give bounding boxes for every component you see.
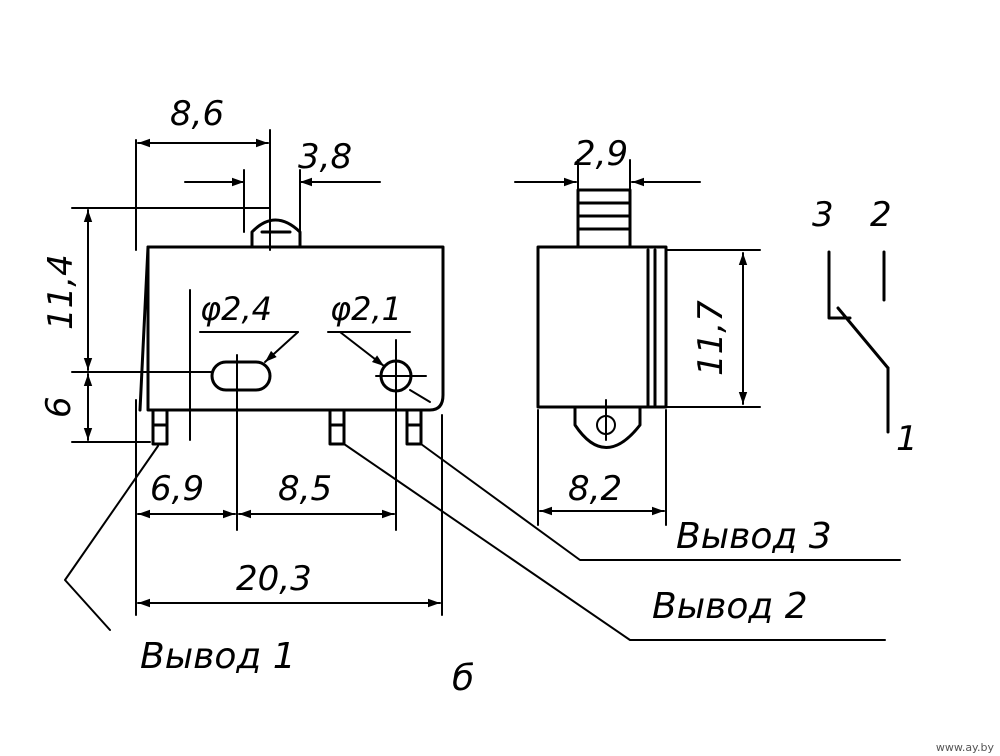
label-11-4: 11,4 (41, 254, 81, 330)
side-plunger (576, 188, 632, 249)
terminal-1-pin (151, 408, 169, 446)
label-phi-2-4: φ2,4 (200, 290, 272, 328)
label-8-2: 8,2 (568, 469, 622, 509)
front-view (64, 129, 901, 641)
side-view (514, 159, 761, 526)
switch-schematic (827, 250, 890, 434)
schematic-lever (836, 306, 890, 370)
label-6-9: 6,9 (150, 469, 204, 509)
label-terminal-3: Вывод 3 (676, 516, 832, 557)
front-body-outline (146, 245, 445, 412)
label-view-letter: б (452, 658, 474, 699)
label-2-9: 2,9 (574, 134, 628, 174)
terminal-2-pin (328, 408, 346, 446)
schematic-contact-3 (827, 250, 852, 320)
leader-terminal-2 (343, 443, 886, 641)
leader-terminal-1 (64, 445, 159, 631)
label-8-5: 8,5 (278, 469, 332, 509)
label-terminal-1: Вывод 1 (140, 636, 296, 677)
label-20-3: 20,3 (236, 559, 312, 599)
side-bottom-lug (573, 405, 642, 449)
schematic-pin-2: 2 (870, 195, 892, 235)
label-8-6: 8,6 (170, 94, 224, 134)
terminal-3-pin (405, 408, 423, 446)
label-11-7: 11,7 (691, 300, 731, 376)
watermark: www.ay.by (935, 741, 994, 754)
label-3-8: 3,8 (298, 137, 352, 177)
front-body-left-edge (138, 245, 150, 412)
label-terminal-2: Вывод 2 (652, 586, 808, 627)
schematic-pin-3: 3 (812, 195, 834, 235)
schematic-pin-1: 1 (896, 419, 918, 459)
label-6: 6 (39, 396, 79, 418)
mounting-slot-2-4 (210, 360, 272, 392)
label-phi-2-1: φ2,1 (330, 290, 402, 328)
leader-terminal-3 (420, 443, 901, 561)
